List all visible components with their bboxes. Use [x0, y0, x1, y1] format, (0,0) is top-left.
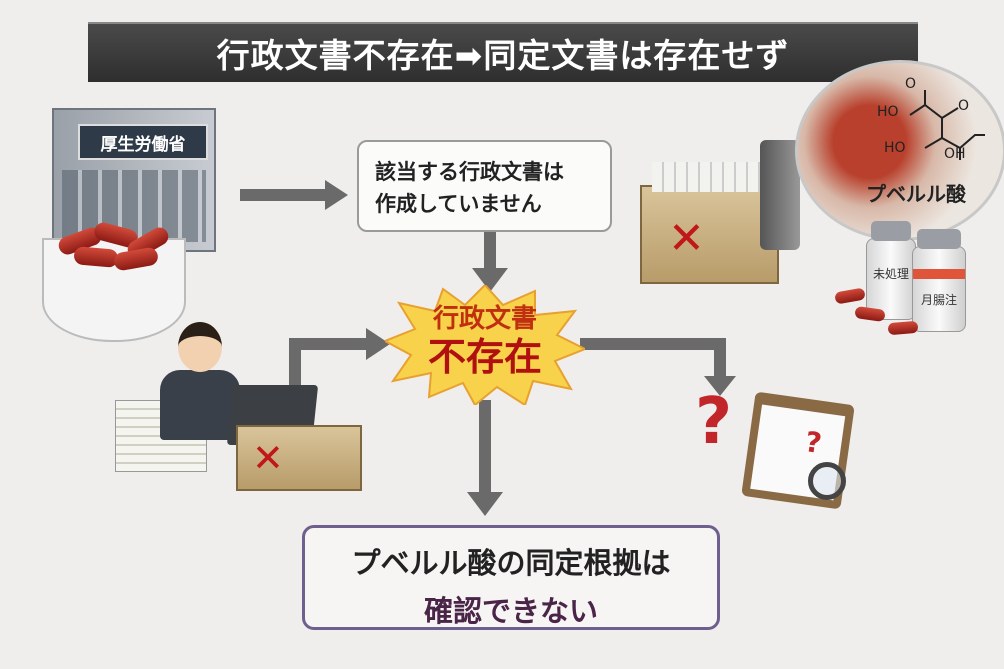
- bottle-label-2: 月腸注: [920, 293, 957, 307]
- microscope-illustration: [760, 140, 800, 250]
- empty-box-illustration: ✕: [236, 425, 362, 491]
- arrow-from-person: [366, 328, 390, 360]
- medicine-bottle-1: 未処理: [866, 221, 916, 320]
- conclusion-box: プベルル酸の同定根拠は 確認できない: [302, 525, 720, 630]
- empty-file-box-illustration: ✕: [640, 162, 779, 284]
- building-sign: 厚生労働省: [78, 124, 208, 160]
- magnifier-icon: [808, 462, 846, 500]
- atom-ho-2: HO: [884, 140, 906, 156]
- arrow-to-quote: [325, 180, 348, 210]
- statement-line-1: 該当する行政文書は: [375, 160, 564, 184]
- medicine-bottle-2: 月腸注: [912, 229, 966, 332]
- molecule-label: プベルル酸: [866, 182, 966, 206]
- x-mark-icon: ✕: [252, 436, 284, 480]
- statement-line-2: 作成していません: [375, 192, 542, 216]
- question-mark-icon: ?: [695, 385, 733, 459]
- ministry-statement-box: 該当する行政文書は 作成していません: [357, 140, 612, 232]
- arrow-to-conclusion: [467, 492, 503, 516]
- conclusion-line-2: 確認できない: [423, 594, 598, 628]
- explosion-burst-icon: [385, 285, 585, 405]
- bottle-label-1: 未処理: [872, 267, 909, 281]
- burst-line-1: 行政文書: [432, 304, 537, 334]
- title-text: 行政文書不存在➡同定文書は存在せず: [216, 36, 790, 75]
- arrow-to-question: [704, 376, 736, 396]
- official-person-head: [178, 322, 222, 372]
- magnified-sample-circle: [795, 60, 1004, 241]
- conclusion-line-1: プベルル酸の同定根拠は: [351, 546, 671, 580]
- capsule-bowl-illustration: [42, 220, 186, 342]
- arrow-to-burst: [472, 268, 508, 292]
- atom-ho-1: HO: [877, 104, 899, 120]
- title-banner: 行政文書不存在➡同定文書は存在せず: [88, 22, 918, 82]
- official-person-illustration: [160, 370, 240, 440]
- atom-o-2: O: [958, 98, 970, 114]
- clipboard-question-icon: ?: [803, 425, 824, 461]
- x-mark-icon: ✕: [668, 213, 705, 264]
- molecule-structure: [909, 90, 985, 160]
- atom-oh: OH: [944, 146, 966, 162]
- atom-o-1: O: [905, 76, 917, 92]
- burst-line-2: 不存在: [427, 335, 542, 379]
- document-absent-label: 行政文書 不存在: [385, 298, 585, 379]
